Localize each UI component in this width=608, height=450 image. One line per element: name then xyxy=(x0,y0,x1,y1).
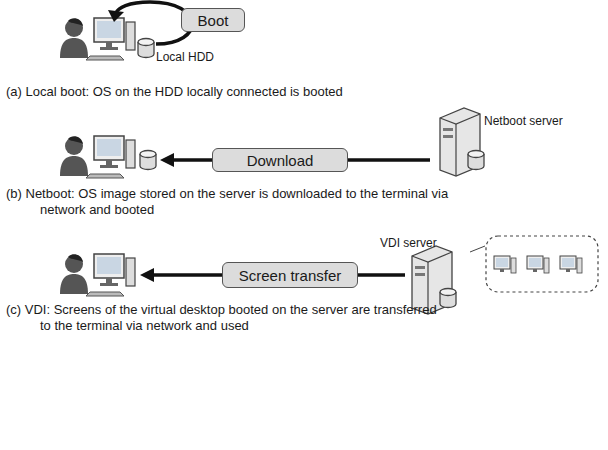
box-text: Boot xyxy=(198,12,229,29)
arrow-label-box: Download xyxy=(212,148,348,172)
box-text: Screen transfer xyxy=(239,267,342,284)
caption: (b) Netboot: OS image stored on the serv… xyxy=(6,186,450,219)
part-label: VDI server xyxy=(380,236,437,250)
part-label: Local HDD xyxy=(156,50,214,64)
box-text: Download xyxy=(247,152,314,169)
part-label: Netboot server xyxy=(484,114,563,128)
caption: (c) VDI: Screens of the virtual desktop … xyxy=(6,302,450,335)
arrow-label-box: Boot xyxy=(181,8,245,32)
caption: (a) Local boot: OS on the HDD locally co… xyxy=(6,84,608,100)
arrow-label-box: Screen transfer xyxy=(222,262,358,288)
